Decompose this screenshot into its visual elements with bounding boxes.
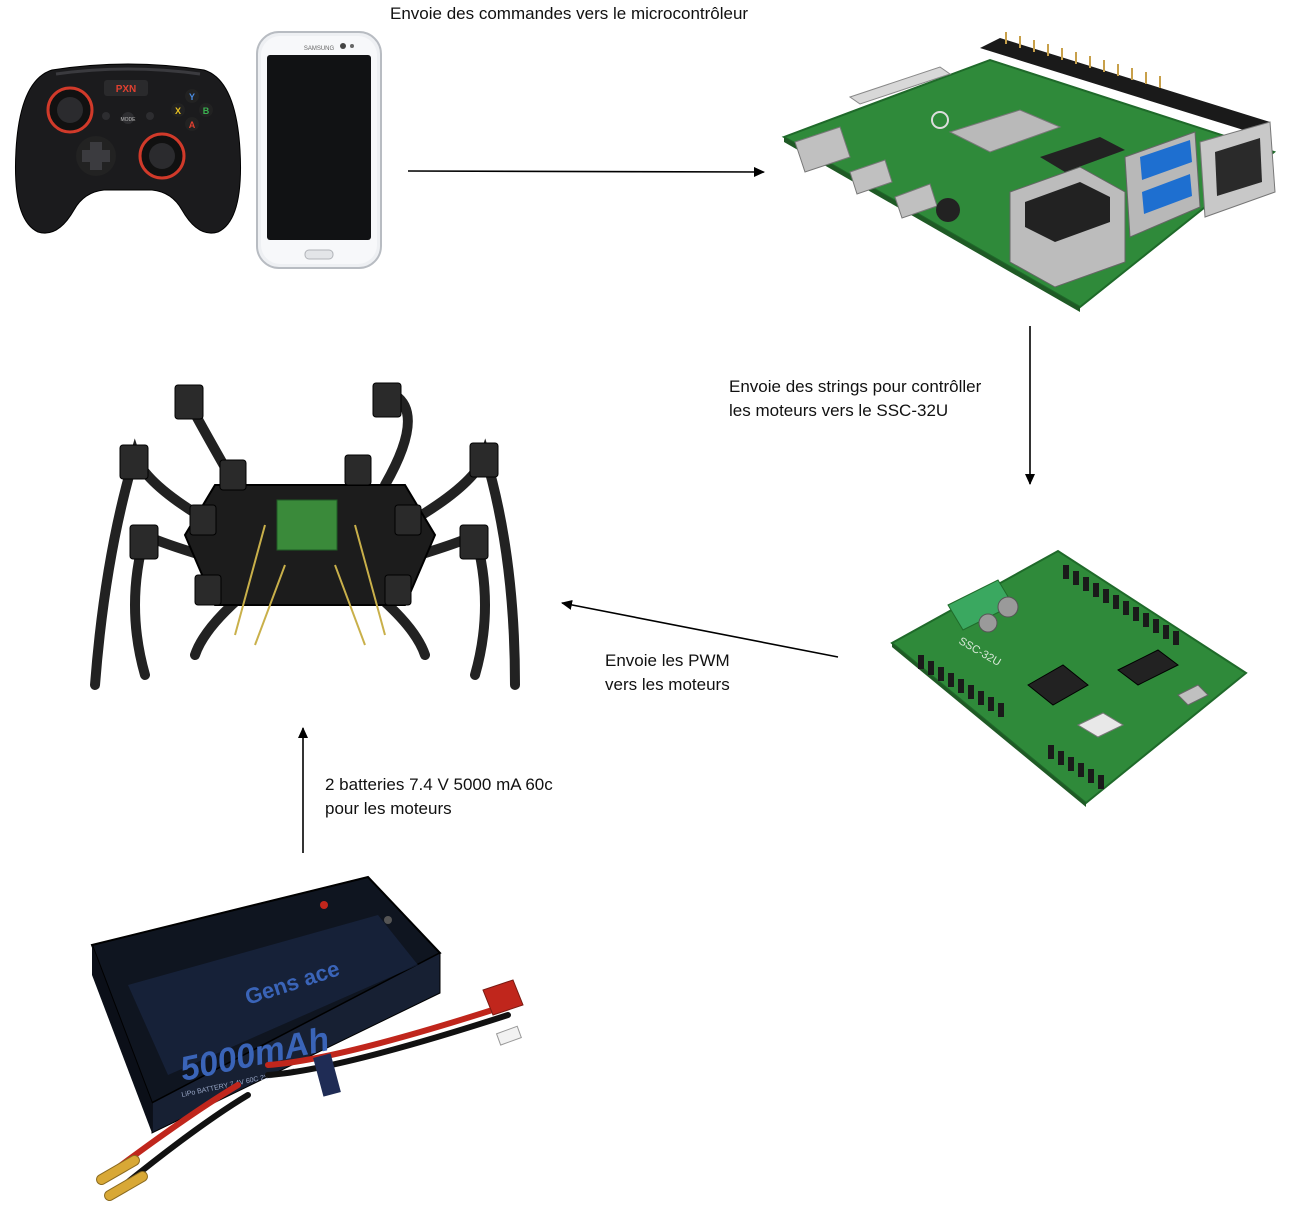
label-commands: Envoie des commandes vers le microcontrô… bbox=[390, 2, 748, 26]
label-pwm-line1: Envoie les PWM bbox=[605, 651, 730, 670]
gamepad-button-x: X bbox=[175, 106, 181, 116]
label-strings: Envoie des strings pour contrôller les m… bbox=[729, 375, 981, 423]
label-strings-line2: les moteurs vers le SSC-32U bbox=[729, 401, 949, 420]
arrow-ssc32u-to-robot bbox=[561, 600, 839, 658]
smartphone-image: SAMSUNG bbox=[255, 30, 385, 272]
label-commands-text: Envoie des commandes vers le microcontrô… bbox=[390, 4, 749, 23]
label-pwm: Envoie les PWM vers les moteurs bbox=[605, 649, 730, 697]
hexapod-robot-image bbox=[85, 375, 533, 697]
gamepad-button-b: B bbox=[203, 106, 210, 116]
label-battery-line1: 2 batteries 7.4 V 5000 mA 60c bbox=[325, 775, 553, 794]
ssc32u-board-image: SSC-32U bbox=[888, 545, 1250, 807]
gamepad-button-y: Y bbox=[189, 92, 195, 102]
gamepad-brand: PXN bbox=[116, 84, 137, 95]
lipo-battery-image: Gens ace 5000mAh LiPo BATTERY 7.4V 60C 2… bbox=[88, 875, 533, 1203]
gamepad-image: PXN MODE Y X B A bbox=[12, 60, 244, 240]
arrow-controllers-to-pi bbox=[407, 166, 765, 177]
gamepad-mode: MODE bbox=[121, 117, 137, 123]
phone-brand: SAMSUNG bbox=[304, 46, 335, 52]
raspberry-pi-image bbox=[780, 32, 1278, 312]
label-pwm-line2: vers les moteurs bbox=[605, 675, 730, 694]
label-battery: 2 batteries 7.4 V 5000 mA 60c pour les m… bbox=[325, 773, 553, 821]
gamepad-button-a: A bbox=[189, 120, 196, 130]
label-strings-line1: Envoie des strings pour contrôller bbox=[729, 377, 982, 396]
label-battery-line2: pour les moteurs bbox=[325, 799, 452, 818]
